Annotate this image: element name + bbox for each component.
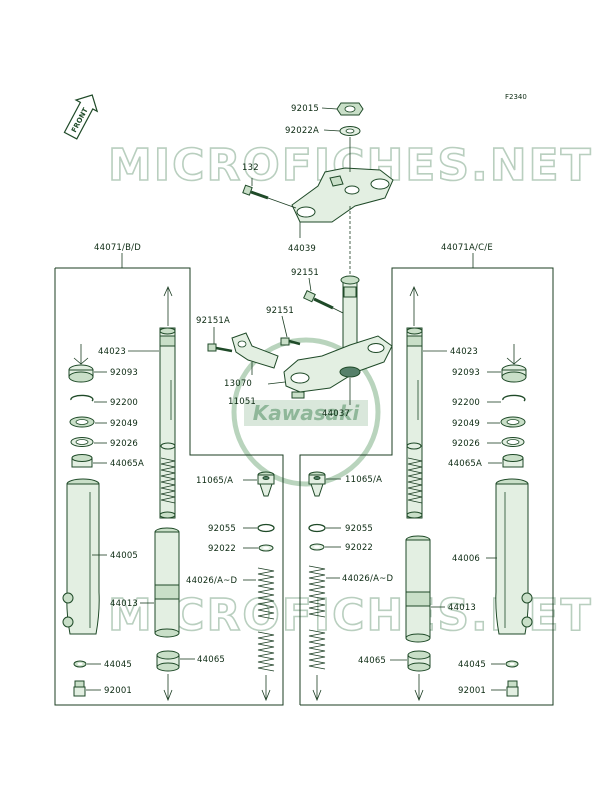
right-part-44006-outer-tube [495,478,533,635]
left-part-11065A-cap-bolt [257,471,275,497]
left-part-44005-outer-tube [62,478,100,635]
left-label-44045: 44045 [104,660,132,670]
right-part-92022-washer [309,543,325,551]
part-44037-lower-bracket [283,335,393,399]
right-label-44023: 44023 [450,347,478,357]
part-92151-bolt [303,290,334,310]
left-part-92001-bolt [73,680,86,697]
right-label-92026: 92026 [452,439,480,449]
left-label-44065: 44065 [197,655,225,665]
kawasaki-logo: Kawasaki [231,337,381,487]
left-label-11065A: 11065/A [196,476,233,486]
right-part-92001-bolt [506,680,519,697]
right-part-44026-spring [308,565,326,670]
kawasaki-logo-text: Kawasaki [253,401,361,425]
diagram-code: F2340 [505,93,527,101]
left-part-44013-damper [154,527,180,638]
left-label-44026: 44026/A~D [186,576,237,586]
right-part-92026-washer [501,437,525,447]
left-label-92200: 92200 [110,398,138,408]
left-label-44013: 44013 [110,599,138,609]
part-44039-upper-bracket [291,167,394,223]
left-assembly-label: 44071/B/D [94,243,141,253]
left-part-92055-oring [257,523,275,533]
right-label-92022: 92022 [345,543,373,553]
label-44037: 44037 [322,409,350,419]
label-11051: 11051 [228,397,256,407]
left-part-92200-clip [70,394,94,402]
left-label-92026: 92026 [110,439,138,449]
right-part-44013-damper [405,535,431,643]
right-inner-spring [407,457,423,504]
left-label-44023: 44023 [98,347,126,357]
part-92015 [336,102,364,116]
right-label-44065: 44065 [358,656,386,666]
label-92015: 92015 [291,104,319,114]
right-part-92055-oring [308,523,326,533]
left-inner-spring [160,457,176,504]
left-part-92022-washer [258,544,274,552]
right-label-92200: 92200 [452,398,480,408]
left-part-44065-bushing [156,650,180,672]
left-label-92049: 92049 [110,419,138,429]
left-label-92022: 92022 [208,544,236,554]
left-part-44065A-bushing [71,454,93,468]
part-13070-clamp [231,332,279,369]
left-label-44065A: 44065A [110,459,144,469]
right-assembly-label: 44071A/C/E [441,243,493,253]
left-label-44005: 44005 [110,551,138,561]
right-part-44065-bushing [407,650,431,672]
right-part-92200-clip [502,394,526,402]
left-label-92055: 92055 [208,524,236,534]
left-part-44045-washer [73,660,87,668]
label-92151-mid: 92151 [266,306,294,316]
left-part-92093-cap [68,364,94,383]
left-part-44026-spring [257,567,275,672]
label-132: 132 [242,163,259,173]
right-assembly-frame [299,267,554,706]
right-part-92049-seal [500,416,526,428]
part-92151-small-bolt [280,337,301,346]
right-label-92093: 92093 [452,368,480,378]
label-13070: 13070 [224,379,252,389]
part-92151A-bolt [207,343,233,353]
left-part-92049-seal [69,416,95,428]
right-label-44013: 44013 [448,603,476,613]
right-label-92049: 92049 [452,419,480,429]
right-label-44045: 44045 [458,660,486,670]
part-132-bolt [242,184,269,200]
left-label-92001: 92001 [104,686,132,696]
right-part-11065A-cap-bolt [308,471,326,497]
front-arrow-icon: FRONT [63,94,99,140]
right-part-44045-washer [505,660,519,668]
right-part-92093-cap [501,364,527,383]
right-label-11065A: 11065/A [345,475,382,485]
right-label-44065A: 44065A [448,459,482,469]
left-label-92093: 92093 [110,368,138,378]
left-assembly-frame [54,267,284,706]
right-label-92055: 92055 [345,524,373,534]
label-44039: 44039 [288,244,316,254]
right-label-44026: 44026/A~D [342,574,393,584]
right-label-44006: 44006 [452,554,480,564]
part-92022A [339,126,361,136]
right-label-92001: 92001 [458,686,486,696]
label-92151A: 92151A [196,316,230,326]
right-part-44065A-bushing [502,454,524,468]
left-part-92026-washer [70,437,94,447]
label-92151-top: 92151 [291,268,319,278]
label-92022A: 92022A [285,126,319,136]
